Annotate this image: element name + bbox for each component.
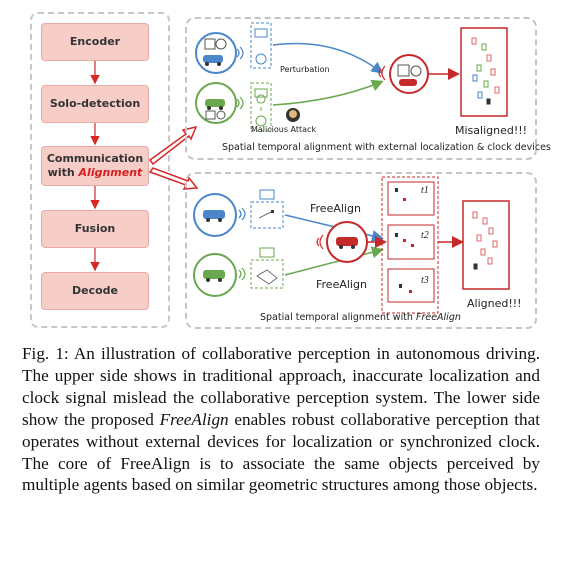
- stage-communication-alignment: Alignment: [78, 166, 143, 179]
- figure-text-1: An illustration of collaborative percept…: [22, 344, 541, 429]
- top-panel-graphics: [195, 22, 508, 132]
- stage-decode: Decode: [41, 272, 149, 310]
- figure-caption: Fig. 1: An illustration of collaborative…: [22, 343, 540, 496]
- stage-encoder-label: Encoder: [69, 35, 121, 49]
- misaligned-label: Misaligned!!!: [455, 124, 528, 137]
- bottom-panel-graphics: [193, 176, 510, 314]
- timestep-frame-t3: [387, 268, 435, 303]
- top-blue-timer-icon: [255, 53, 267, 65]
- top-result-map: [460, 27, 508, 117]
- bottom-ego-car-icon: [336, 237, 358, 246]
- top-panel-caption: Spatial temporal alignment with external…: [222, 142, 551, 153]
- timestep-t1-label: t1: [421, 185, 429, 196]
- perturbation-label: Perturbation: [280, 65, 330, 74]
- bottom-green-envelope-icon: [259, 247, 275, 258]
- stage-communication-label: Communication: [46, 152, 144, 166]
- stage-communication: Communication with Alignment: [41, 146, 149, 186]
- top-ego-wifi-icon: [378, 65, 386, 81]
- pipeline-frame: [30, 12, 170, 328]
- top-green-car-icon: [205, 99, 225, 107]
- timestep-t2-label: t2: [421, 230, 429, 241]
- top-green-envelope-icon: [254, 88, 268, 98]
- stage-fusion-label: Fusion: [74, 222, 116, 236]
- bottom-green-arrow: [284, 246, 384, 276]
- bottom-ego-wifi-icon: [316, 234, 324, 250]
- top-ego-clock-icon: [410, 65, 422, 77]
- bottom-blue-message-box: [250, 201, 284, 229]
- bottom-panel-caption-text: Spatial temporal alignment with: [260, 312, 416, 323]
- top-green-clock-icon: [216, 110, 226, 120]
- bottom-panel-caption-emph: FreeAlign: [415, 312, 461, 323]
- timestep-stack-frame: [381, 176, 439, 314]
- stage-solo-detection: Solo-detection: [41, 85, 149, 123]
- freealign-upper-label: FreeAlign: [310, 202, 361, 215]
- timestep-t3-label: t3: [421, 275, 429, 286]
- top-green-satellite-icon: [205, 110, 216, 120]
- bottom-blue-car-icon: [203, 210, 225, 219]
- bottom-result-boxes: [472, 211, 498, 270]
- top-blue-car-icon: [203, 55, 223, 63]
- top-blue-envelope-icon: [254, 28, 268, 38]
- top-blue-agent-circle: [195, 32, 237, 74]
- top-green-location-icon: [256, 94, 266, 111]
- top-blue-satellite-icon: [204, 38, 216, 50]
- stage-encoder: Encoder: [41, 23, 149, 61]
- top-blue-clock-icon: [215, 38, 227, 50]
- bottom-panel: [185, 172, 537, 329]
- bottom-green-wifi-icon: [238, 267, 246, 281]
- top-result-boxes: [471, 37, 500, 105]
- top-green-arrow: [272, 79, 384, 106]
- top-ego-car-icon: [399, 79, 417, 86]
- bottom-green-message-box: [250, 259, 284, 289]
- top-green-wifi-icon: [236, 96, 244, 110]
- bottom-panel-caption: Spatial temporal alignment with FreeAlig…: [260, 312, 461, 323]
- top-panel: [185, 17, 537, 160]
- bottom-blue-envelope-icon: [259, 189, 275, 200]
- timestep-frame-t2: [387, 224, 435, 260]
- figure-text-2: enables robust collaborative perception …: [22, 409, 540, 495]
- freealign-lower-label: FreeAlign: [316, 278, 367, 291]
- stage-solo-detection-label: Solo-detection: [49, 97, 141, 111]
- top-green-timer-icon: [255, 115, 267, 127]
- stage-fusion: Fusion: [41, 210, 149, 248]
- timestep-frame-t1: [387, 181, 435, 216]
- figure-emph: FreeAlign: [159, 409, 229, 429]
- top-blue-wifi-icon: [236, 46, 244, 60]
- aligned-label: Aligned!!!: [467, 297, 522, 310]
- bottom-green-car-icon: [203, 270, 225, 279]
- figure-label: Fig. 1:: [22, 344, 69, 363]
- top-blue-arrow: [272, 42, 384, 74]
- stage-decode-label: Decode: [71, 284, 118, 298]
- top-ego-satellite-icon: [397, 64, 410, 77]
- bottom-result-map: [462, 200, 510, 290]
- malicious-attack-label: Malicious Attack: [251, 125, 317, 134]
- bottom-blue-wifi-icon: [238, 207, 246, 221]
- stage-communication-with: with: [47, 166, 75, 179]
